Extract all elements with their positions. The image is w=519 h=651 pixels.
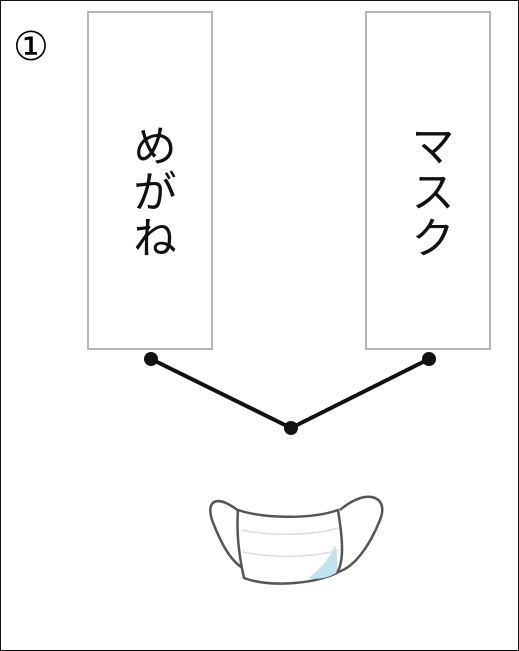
word-card-right[interactable]: マスク (365, 11, 491, 350)
connector-line-left (150, 357, 292, 430)
connector-line-right (290, 357, 430, 430)
word-card-left-label: めがね (125, 123, 176, 261)
face-mask-icon (209, 495, 384, 585)
question-number: ① (13, 24, 49, 70)
connector-dot-right-card[interactable] (422, 352, 436, 366)
word-card-right-label: マスク (403, 123, 454, 261)
connector-dot-left-card[interactable] (144, 352, 158, 366)
connector-dot-picture[interactable] (284, 421, 298, 435)
word-card-left[interactable]: めがね (87, 11, 213, 350)
